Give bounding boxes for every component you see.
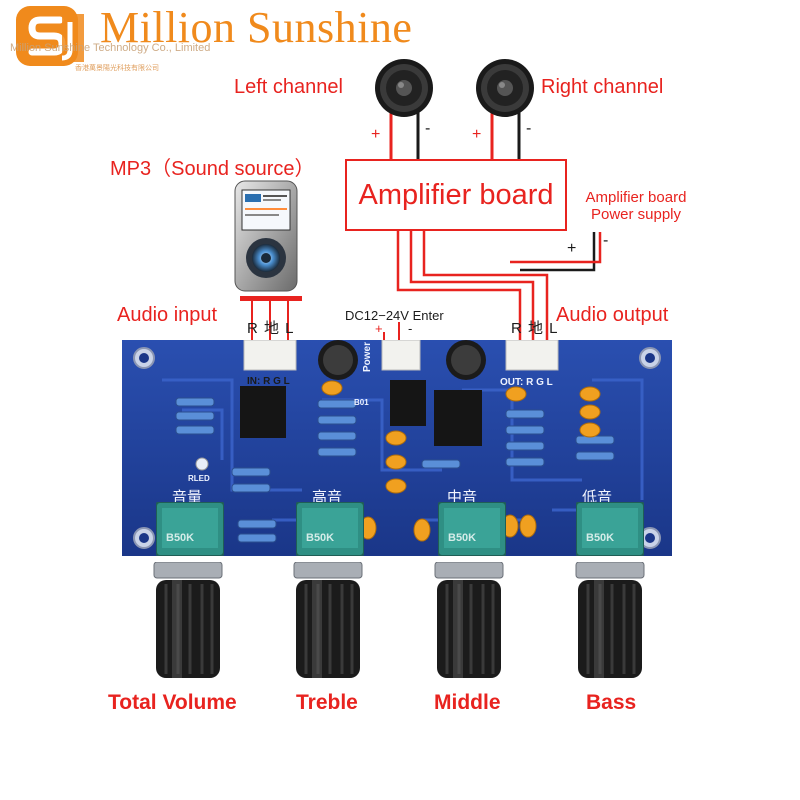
knob-label-middle: Middle — [434, 691, 501, 714]
pcb-in-pins: IN: R G L — [247, 376, 290, 387]
mp3-player-icon — [234, 180, 298, 292]
pcb-rled: RLED — [188, 474, 210, 483]
power-input-label: DC12−24V Enter — [345, 308, 444, 323]
pot-code-volume: B50K — [166, 532, 195, 544]
audio-input-label: Audio input — [117, 304, 218, 326]
knob-label-bass: Bass — [586, 691, 637, 714]
amp-power-minus: - — [603, 232, 609, 249]
right-speaker-wires — [490, 110, 521, 159]
pot-code-bass: B50K — [586, 532, 615, 544]
left-speaker-plus: + — [371, 126, 381, 143]
volume-knob[interactable] — [150, 561, 226, 680]
brand-subtitle: Million Sunshine Technology Co., Limited — [10, 42, 211, 54]
right-speaker-icon — [475, 58, 535, 118]
amp-power-wires — [510, 232, 602, 272]
amp-power-label-1: Amplifier board — [585, 189, 687, 206]
audio-output-pins: R 地 L — [511, 320, 559, 337]
left-speaker-wires — [389, 110, 420, 159]
amp-power-plus: + — [567, 240, 577, 257]
brand-logo — [10, 0, 92, 80]
pot-bass — [575, 501, 645, 557]
knob-label-total-volume: Total Volume — [108, 691, 237, 714]
left-channel-label: Left channel — [234, 76, 343, 98]
mp3-source-label: MP3（Sound source） — [110, 158, 315, 180]
amplifier-board-box: Amplifier board — [345, 159, 567, 231]
left-speaker-icon — [374, 58, 434, 118]
pot-middle — [437, 501, 507, 557]
pcb-power-text: Power — [362, 341, 373, 372]
pot-treble — [295, 501, 365, 557]
middle-knob[interactable] — [431, 561, 507, 680]
power-input-minus: - — [408, 321, 413, 336]
pcb-out-pins: OUT: R G L — [500, 377, 553, 388]
pot-code-treble: B50K — [306, 532, 335, 544]
treble-knob[interactable] — [290, 561, 366, 680]
audio-input-pins: R 地 L — [247, 320, 295, 337]
audio-output-label: Audio output — [556, 304, 669, 326]
audio-output-wires — [396, 231, 549, 352]
brand-subtitle-cn: 香港萬景陽光科技有限公司 — [75, 65, 159, 72]
amp-power-label-2: Power supply — [590, 206, 682, 223]
right-channel-label: Right channel — [541, 76, 664, 98]
knob-label-treble: Treble — [296, 691, 358, 714]
pot-code-middle: B50K — [448, 532, 477, 544]
left-speaker-minus: - — [425, 120, 431, 137]
right-speaker-minus: - — [526, 120, 532, 137]
brand-name: Million Sunshine — [100, 3, 413, 52]
pot-volume — [155, 501, 225, 557]
bass-knob[interactable] — [572, 561, 648, 680]
power-input-plus: + — [375, 321, 383, 336]
pcb-b01: B01 — [354, 398, 369, 407]
right-speaker-plus: + — [472, 126, 482, 143]
brand-logo-icon — [16, 6, 84, 66]
